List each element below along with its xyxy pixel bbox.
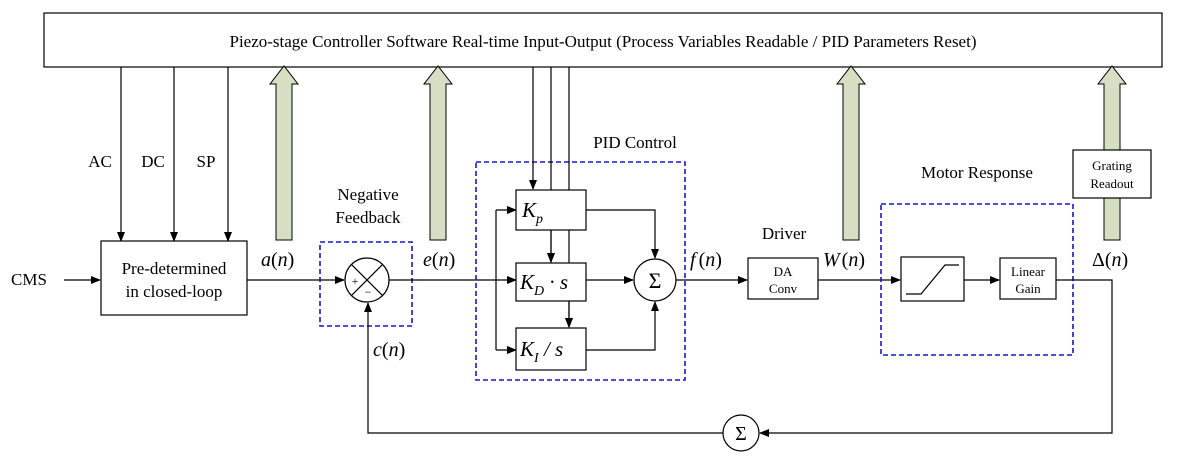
da-conv-line2: Conv <box>769 281 798 296</box>
da-conv-block <box>747 257 819 300</box>
grating-readout-line2: Readout <box>1090 176 1134 191</box>
readout-arrow-grating <box>1096 65 1128 151</box>
dc-label: DC <box>141 152 165 171</box>
predetermined-line1: Pre-determined <box>122 259 227 278</box>
linear-gain-line2: Gain <box>1015 281 1041 296</box>
junction-cross-2 <box>350 263 384 297</box>
software-io-box <box>43 12 1163 68</box>
sp-label: SP <box>197 152 216 171</box>
readout-arrow-a <box>268 65 300 241</box>
kp-block <box>515 189 587 231</box>
negative-feedback-line2: Feedback <box>335 208 401 227</box>
da-conv-line1: DA <box>774 264 793 279</box>
kp-label: Kp <box>521 198 543 227</box>
driver-label: Driver <box>762 224 807 243</box>
delta-feedback-line <box>759 279 1113 437</box>
f-signal-label: f(n) <box>690 249 722 271</box>
delta-signal-label: Δ(n) <box>1092 249 1128 271</box>
pid-sum-symbol: Σ <box>649 268 662 293</box>
linear-gain-block <box>999 257 1057 300</box>
kd-block <box>515 262 587 302</box>
readout-arrow-grating-lower <box>1103 197 1121 241</box>
c-feedback-line <box>364 302 723 434</box>
kd-label: KD · s <box>519 270 568 299</box>
motor-response-label: Motor Response <box>921 163 1033 182</box>
grating-readout-line1: Grating <box>1092 158 1132 173</box>
pid-control-label: PID Control <box>593 133 677 152</box>
junction-plus: + <box>352 274 359 288</box>
e-signal-label: e(n) <box>423 249 455 271</box>
ac-label: AC <box>88 152 112 171</box>
linear-gain-line1: Linear <box>1011 264 1046 279</box>
pid-control-group <box>475 161 686 381</box>
a-signal-label: a(n) <box>261 249 294 271</box>
w-signal-label: W(n) <box>823 249 865 271</box>
junction-minus: − <box>365 285 372 299</box>
ki-output-line <box>586 301 659 351</box>
software-io-title: Piezo-stage Controller Software Real-tim… <box>229 32 976 51</box>
cms-label: CMS <box>11 270 47 289</box>
grating-readout-block <box>1072 149 1152 199</box>
feedback-sum-symbol: Σ <box>735 423 747 445</box>
ki-label: KI / s <box>519 337 563 366</box>
predetermined-line2: in closed-loop <box>126 282 223 301</box>
kp-output-line <box>586 209 659 259</box>
c-signal-label: c(n) <box>373 339 405 361</box>
saturation-curve <box>906 264 959 295</box>
readout-arrow-e <box>422 65 454 241</box>
negative-feedback-line1: Negative <box>337 185 398 204</box>
readout-arrow-w <box>835 65 867 241</box>
predetermined-block <box>100 240 248 316</box>
ki-block <box>515 327 587 371</box>
